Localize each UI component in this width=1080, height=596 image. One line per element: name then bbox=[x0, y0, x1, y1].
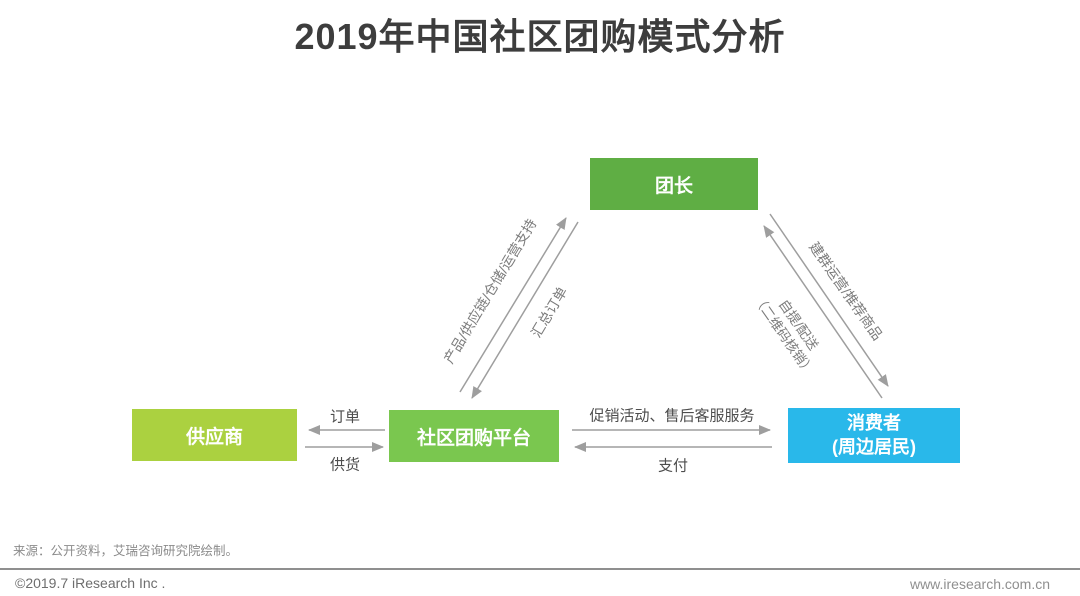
node-platform: 社区团购平台 bbox=[389, 410, 559, 462]
footer-divider bbox=[0, 568, 1080, 570]
edge-label-supply: 供货 bbox=[329, 456, 361, 474]
node-consumer: 消费者 (周边居民) bbox=[788, 408, 960, 463]
page-title: 2019年中国社区团购模式分析 bbox=[294, 16, 786, 57]
node-leader-label: 团长 bbox=[654, 175, 693, 197]
node-consumer-label-line1: 消费者 bbox=[847, 413, 901, 434]
node-supplier-label: 供应商 bbox=[185, 426, 243, 448]
arrow-leader-to-consumer bbox=[769, 213, 889, 387]
node-platform-label: 社区团购平台 bbox=[416, 427, 531, 449]
edge-label-order: 订单 bbox=[329, 408, 361, 426]
arrow-consumer-to-leader bbox=[763, 225, 883, 399]
node-consumer-label-line2: (周边居民) bbox=[832, 436, 916, 457]
arrow-leader-to-platform bbox=[471, 221, 579, 399]
node-supplier: 供应商 bbox=[132, 409, 297, 461]
node-leader: 团长 bbox=[590, 158, 758, 210]
edge-label-promotion-service: 促销活动、售后客服服务 bbox=[589, 407, 755, 425]
arrow-platform-to-leader bbox=[459, 217, 567, 393]
footer-copyright: ©2019.7 iResearch Inc . bbox=[15, 575, 166, 591]
edge-label-payment: 支付 bbox=[657, 457, 689, 475]
source-note: 来源：公开资料，艾瑞咨询研究院绘制。 bbox=[13, 544, 239, 558]
footer-website: www.iresearch.com.cn bbox=[909, 576, 1050, 592]
